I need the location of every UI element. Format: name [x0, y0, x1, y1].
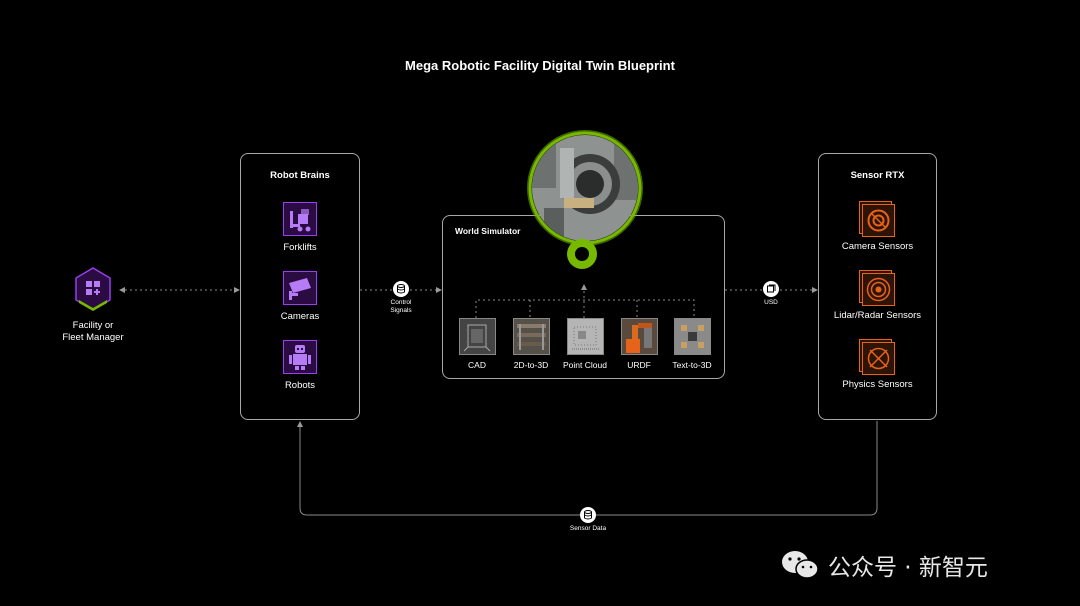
sensor-rtx-panel: Sensor RTX Camera Sensors Lidar/Radar Se…	[818, 153, 937, 420]
facility-label-line1: Facility or	[72, 320, 114, 331]
sim-input-text-to-3d: Text-to-3D	[662, 318, 722, 370]
sim-input-label: URDF	[627, 360, 651, 370]
world-simulator-title: World Simulator	[455, 226, 521, 236]
sensor-data-badge: Sensor Data	[560, 507, 616, 533]
sim-input-cad: CAD	[447, 318, 507, 370]
urdf-thumbnail	[620, 318, 658, 355]
sensor-feedback-line	[297, 421, 878, 516]
sensor-rtx-title: Sensor RTX	[850, 170, 905, 181]
sensor-item-lidar: Lidar/Radar Sensors	[819, 270, 936, 321]
sim-input-urdf: URDF	[609, 318, 669, 370]
facility-label-line2: Fleet Manager	[62, 332, 124, 343]
sensor-item-label: Camera Sensors	[841, 241, 914, 252]
sensor-item-physics: Physics Sensors	[819, 339, 936, 390]
brain-item-label: Forklifts	[283, 242, 317, 253]
brain-item-label: Cameras	[280, 311, 320, 322]
database-icon	[580, 507, 596, 523]
physics-sensor-icon	[858, 339, 895, 375]
brain-item-forklifts: Forklifts	[241, 202, 359, 253]
sim-input-point-cloud: Point Cloud	[555, 318, 615, 370]
wechat-icon	[782, 551, 819, 579]
database-icon	[393, 281, 409, 297]
page-title: Mega Robotic Facility Digital Twin Bluep…	[405, 58, 675, 73]
text-to-3d-thumbnail	[673, 318, 711, 355]
watermark-text: 公众号 · 新智元	[828, 555, 988, 581]
sensor-item-camera: Camera Sensors	[819, 201, 936, 252]
brain-item-label: Robots	[284, 380, 316, 391]
sensor-data-label: Sensor Data	[569, 525, 607, 532]
sensor-item-label: Physics Sensors	[842, 379, 913, 390]
usd-icon	[763, 281, 779, 297]
robot-brains-panel: Robot Brains Forklifts Cameras	[240, 153, 360, 420]
cad-thumbnail	[458, 318, 496, 355]
usd-label: USD	[764, 299, 778, 306]
brain-item-cameras: Cameras	[241, 271, 359, 322]
point-cloud-thumbnail	[566, 318, 604, 355]
usd-badge: USD	[755, 281, 787, 307]
control-signals-line1: Control	[390, 299, 412, 306]
sim-input-label: Text-to-3D	[672, 360, 712, 370]
watermark: 公众号 · 新智元	[780, 548, 988, 582]
sim-input-2d-to-3d: 2D-to-3D	[501, 318, 561, 370]
sim-input-label: 2D-to-3D	[513, 360, 549, 370]
sim-input-label: CAD	[468, 360, 486, 370]
control-signals-line2: Signals	[390, 307, 412, 314]
camera-sensor-icon	[858, 201, 895, 237]
sim-input-label: Point Cloud	[563, 360, 607, 370]
brain-item-robots: Robots	[241, 340, 359, 391]
camera-icon	[283, 271, 317, 305]
control-signals-badge: Control Signals	[379, 281, 423, 315]
warehouse-globe-icon	[527, 130, 643, 269]
robot-brains-title: Robot Brains	[270, 170, 330, 181]
lidar-radar-icon	[858, 270, 895, 306]
sensor-item-label: Lidar/Radar Sensors	[833, 310, 922, 321]
forklift-icon	[283, 202, 317, 236]
warehouse-thumbnail	[512, 318, 550, 355]
inputs-bracket	[475, 299, 695, 318]
facility-hexagon-icon	[75, 267, 111, 311]
facility-node: Facility or Fleet Manager	[55, 266, 131, 344]
robot-icon	[283, 340, 317, 374]
